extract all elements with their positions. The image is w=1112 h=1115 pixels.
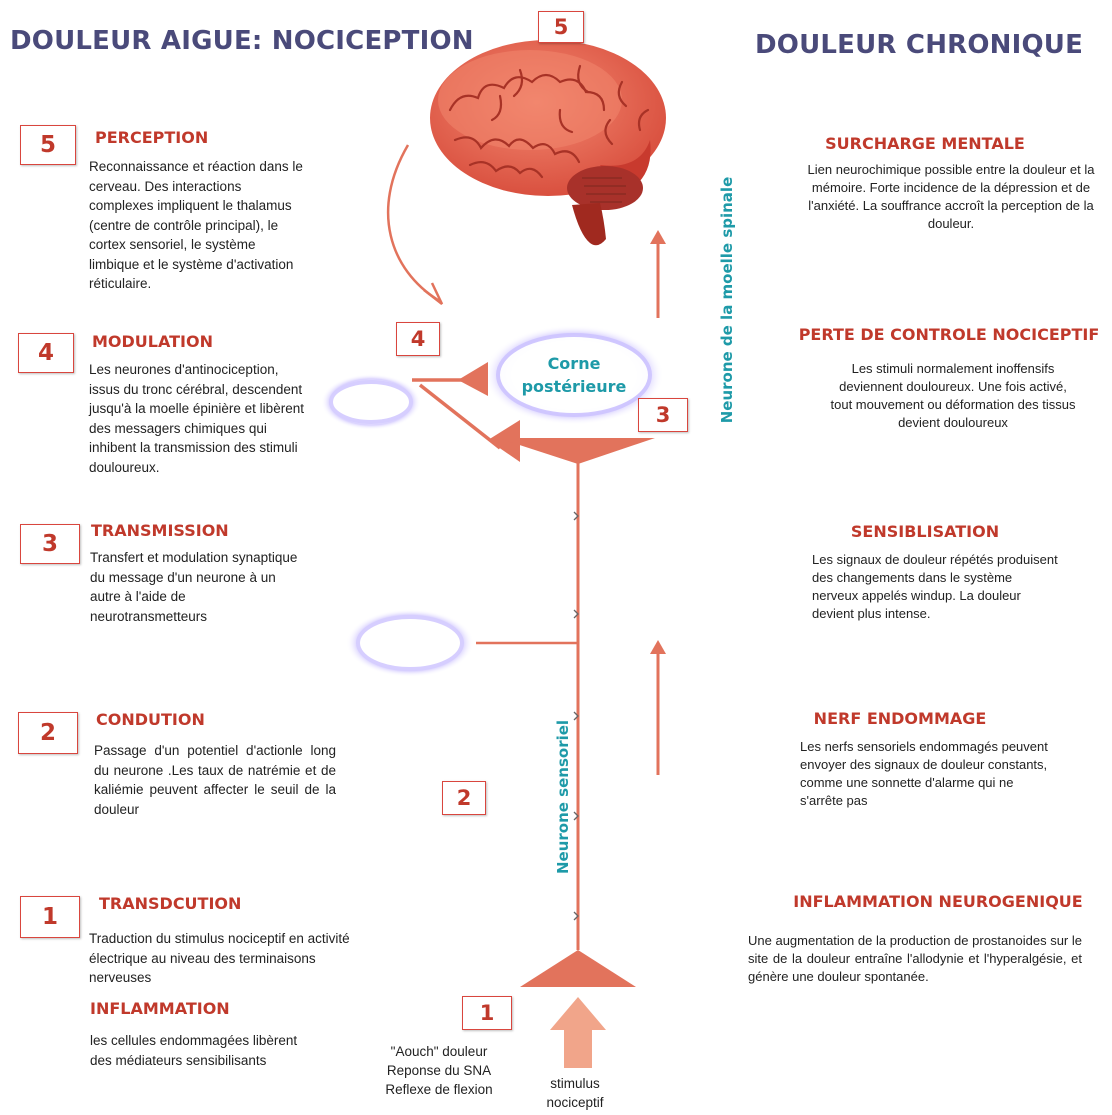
step-2-title: CONDUTION (96, 710, 205, 729)
diagram-step-5-box: 5 (538, 11, 584, 43)
chronic-3-text: Les nerfs sensoriels endommagés peuvent … (800, 739, 1048, 808)
chronic-1-text: Les stimuli normalement inoffensifs devi… (830, 361, 1076, 430)
step-3-title: TRANSMISSION (91, 521, 229, 540)
chronic-0-text: Lien neurochimique possible entre la dou… (807, 162, 1095, 231)
step-5-title: PERCEPTION (95, 128, 209, 147)
step-3-number: 3 (20, 524, 80, 564)
step-3-text: Transfert et modulation synaptique du me… (90, 550, 298, 624)
step-1-text: Traduction du stimulus nociceptif en act… (89, 931, 350, 985)
brain-icon (430, 40, 666, 246)
step-1-number: 1 (20, 896, 80, 938)
step-2-number: 2 (18, 712, 78, 754)
diagram-step-3-box: 3 (638, 398, 688, 432)
acute-pain-title: DOULEUR AIGUE: NOCICEPTION (10, 26, 474, 56)
spinal-neuron-label: Neurone de la moelle spinale (718, 176, 736, 424)
step-5-text: Reconnaissance et réaction dans le cerve… (89, 159, 303, 291)
chronic-1-title: PERTE DE CONTROLE NOCICEPTIF (798, 325, 1100, 344)
step-4-title: MODULATION (92, 332, 213, 351)
stimulus-arrow-icon (550, 997, 606, 1068)
ascending-arrow-top (650, 230, 666, 318)
step-4-text: Les neurones d'antinociception, issus du… (89, 362, 304, 475)
inflammation-text: les cellules endommagées libèrent des mé… (90, 1033, 298, 1068)
chronic-pain-title: DOULEUR CHRONIQUE (755, 30, 1084, 60)
modulation-neuron (412, 362, 655, 464)
chronic-0-title: SURCHARGE MENTALE (825, 134, 1025, 153)
step-1-title: TRANSDCUTION (99, 894, 242, 913)
chronic-4-title: INFLAMMATION NEUROGENIQUE (793, 892, 1083, 911)
step-2-text: Passage d'un potentiel d'actionle long d… (94, 743, 336, 817)
chronic-2-title: SENSIBLISATION (850, 522, 1000, 541)
diagram-step-1-box: 1 (462, 996, 512, 1030)
diagram-step-2-box: 2 (442, 781, 486, 815)
reflex-text: "Aouch" douleur Reponse du SNA Reflexe d… (385, 1044, 493, 1097)
descending-arrow (386, 144, 444, 305)
ascending-arrow-bottom (650, 640, 666, 775)
chronic-3-title: NERF ENDOMMAGE (813, 709, 987, 728)
sensory-neuron-label: Neurone sensoriel (554, 719, 572, 874)
step-4-number: 4 (18, 333, 74, 373)
corne-posterieure-label: Corne postérieure (521, 354, 627, 396)
chronic-2-text: Les signaux de douleur répétés produisen… (812, 552, 1058, 621)
step-5-number: 5 (20, 125, 76, 165)
diagram-step-4-box: 4 (396, 322, 440, 356)
inflammation-title: INFLAMMATION (90, 999, 230, 1018)
chronic-4-text: Une augmentation de la production de pro… (748, 933, 1082, 984)
sensory-neuron (476, 462, 636, 987)
stimulus-text: stimulus nociceptif (546, 1076, 604, 1110)
